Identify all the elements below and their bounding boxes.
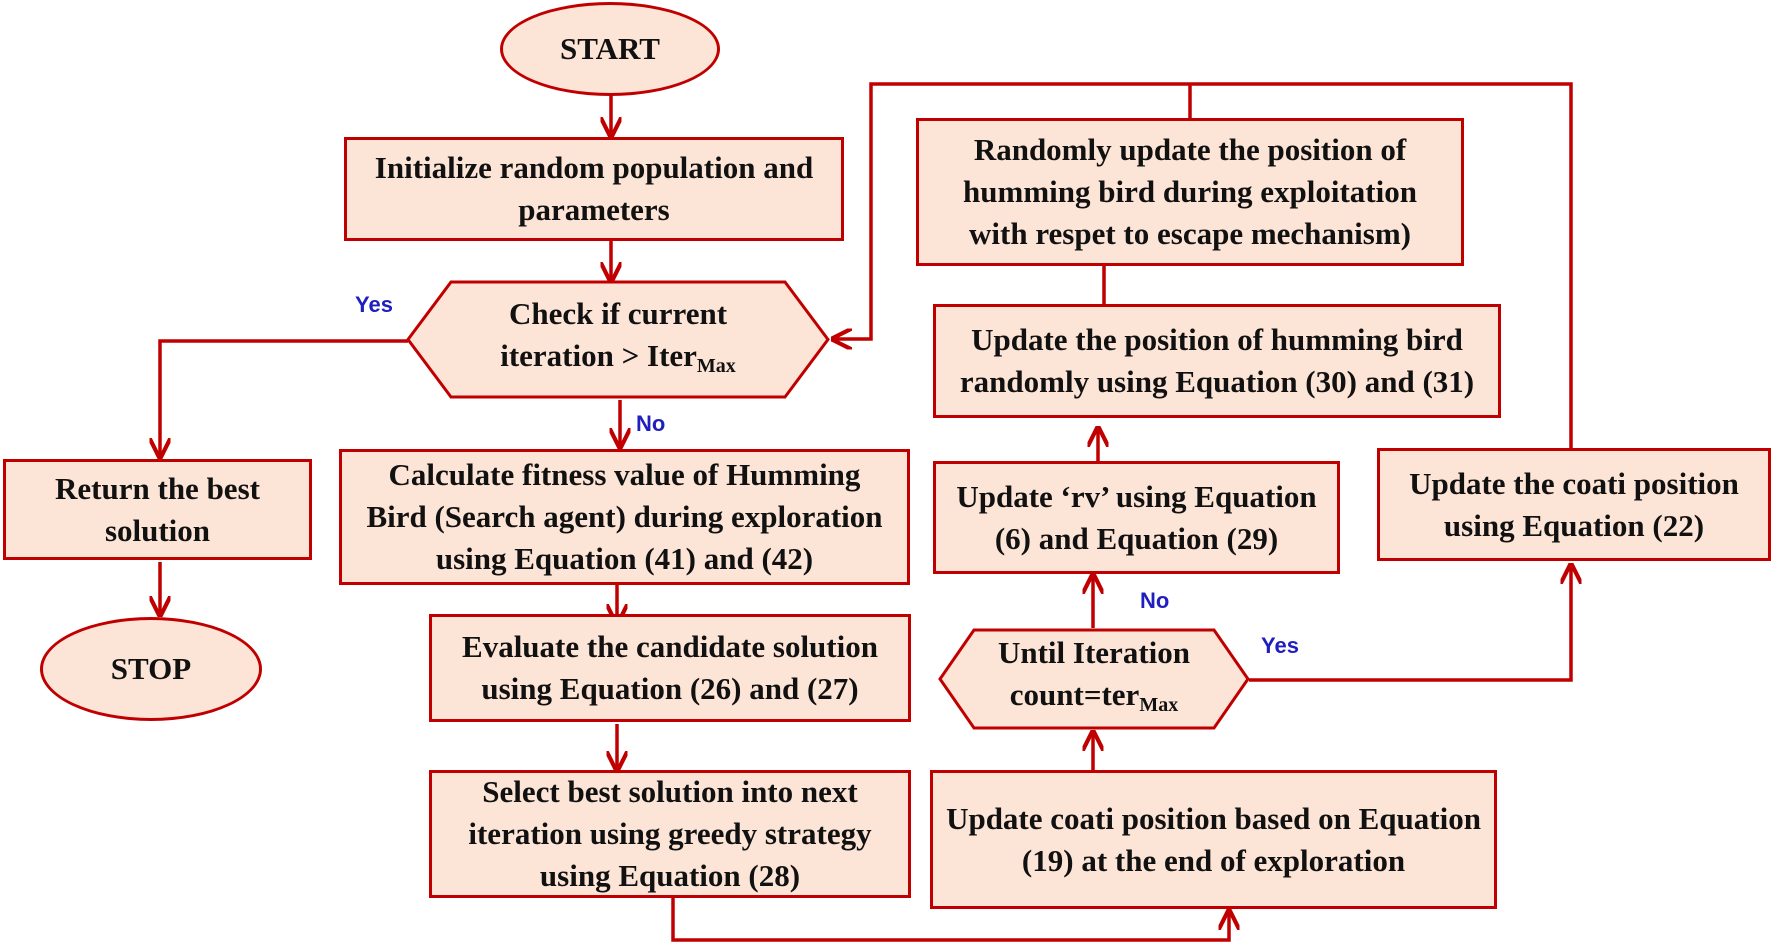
evaluate-line-1: Evaluate the candidate solution	[462, 629, 878, 664]
no-label-check: No	[636, 411, 666, 436]
until-line-1: Until Iteration	[997, 635, 1190, 670]
hb-update-line-1: Update the position of humming bird	[971, 322, 1463, 357]
until-iteration-decision: Until Iteration count=terMax	[938, 628, 1250, 730]
select-box: Select best solution into next iteration…	[429, 770, 911, 898]
arrow-select-to-coati-end	[671, 898, 1229, 942]
check-iteration-decision: Check if current iteration > IterMax	[406, 280, 830, 399]
return-line-1: Return the best	[55, 470, 260, 506]
check-hexagon-shape	[406, 280, 830, 399]
fitness-line-2: Bird (Search agent) during exploration	[366, 499, 883, 534]
start-label: START	[560, 31, 660, 66]
until-subscript: Max	[1139, 694, 1179, 716]
rv-line-1: Update ‘rv’ using Equation	[956, 478, 1317, 514]
arrow-until-to-coati-update	[1249, 565, 1571, 682]
no-label-until: No	[1140, 588, 1170, 613]
update-rv-box: Update ‘rv’ using Equation (6) and Equat…	[933, 461, 1340, 574]
coati-end-line-2: (19) at the end of exploration	[1021, 842, 1406, 878]
check-subscript: Max	[696, 354, 736, 377]
check-line-1: Check if current	[508, 295, 728, 331]
initialize-line-2: parameters	[518, 192, 670, 227]
coati-end-exploration-box: Update coati position based on Equation …	[930, 770, 1497, 909]
hb-update-line-2: randomly using Equation (30) and (31)	[959, 364, 1475, 399]
until-hexagon-shape	[938, 628, 1250, 730]
select-line-2: iteration using greedy strategy	[468, 816, 872, 851]
fitness-line-3: using Equation (41) and (42)	[435, 541, 814, 576]
hb-exploitation-box: Randomly update the position of humming …	[916, 118, 1464, 266]
yes-label-check: Yes	[355, 292, 393, 317]
stop-label: STOP	[110, 651, 192, 686]
initialize-line-1: Initialize random population and	[374, 150, 814, 185]
coati-update-line-2: using Equation (22)	[1443, 507, 1705, 543]
select-line-1: Select best solution into next	[482, 774, 858, 809]
fitness-box: Calculate fitness value of Humming Bird …	[339, 449, 910, 585]
initialize-box: Initialize random population and paramet…	[344, 137, 844, 241]
fitness-line-1: Calculate fitness value of Humming	[388, 457, 861, 492]
yes-label-until: Yes	[1261, 633, 1299, 658]
until-line-2: count=ter	[1009, 677, 1140, 712]
hb-random-line-3: with respet to escape mechanism)	[969, 216, 1411, 251]
start-terminal: START	[500, 2, 720, 96]
return-line-2: solution	[104, 512, 211, 548]
return-best-box: Return the best solution	[3, 459, 312, 560]
coati-update-line-1: Update the coati position	[1409, 465, 1739, 501]
rv-line-2: (6) and Equation (29)	[994, 520, 1279, 556]
stop-terminal: STOP	[40, 617, 262, 721]
evaluate-line-2: using Equation (26) and (27)	[481, 671, 859, 706]
update-hb-position-box: Update the position of humming bird rand…	[933, 304, 1501, 418]
evaluate-box: Evaluate the candidate solution using Eq…	[429, 614, 911, 722]
update-coati-box: Update the coati position using Equation…	[1377, 448, 1771, 561]
hb-random-line-1: Randomly update the position of	[973, 132, 1407, 167]
select-line-3: using Equation (28)	[539, 858, 801, 893]
check-line-2: iteration > Iter	[500, 337, 697, 373]
hb-random-line-2: humming bird during exploitation	[963, 174, 1417, 209]
arrow-loop-to-check	[833, 82, 1573, 448]
coati-end-line-1: Update coati position based on Equation	[946, 800, 1481, 836]
arrow-check-to-return	[160, 339, 408, 457]
